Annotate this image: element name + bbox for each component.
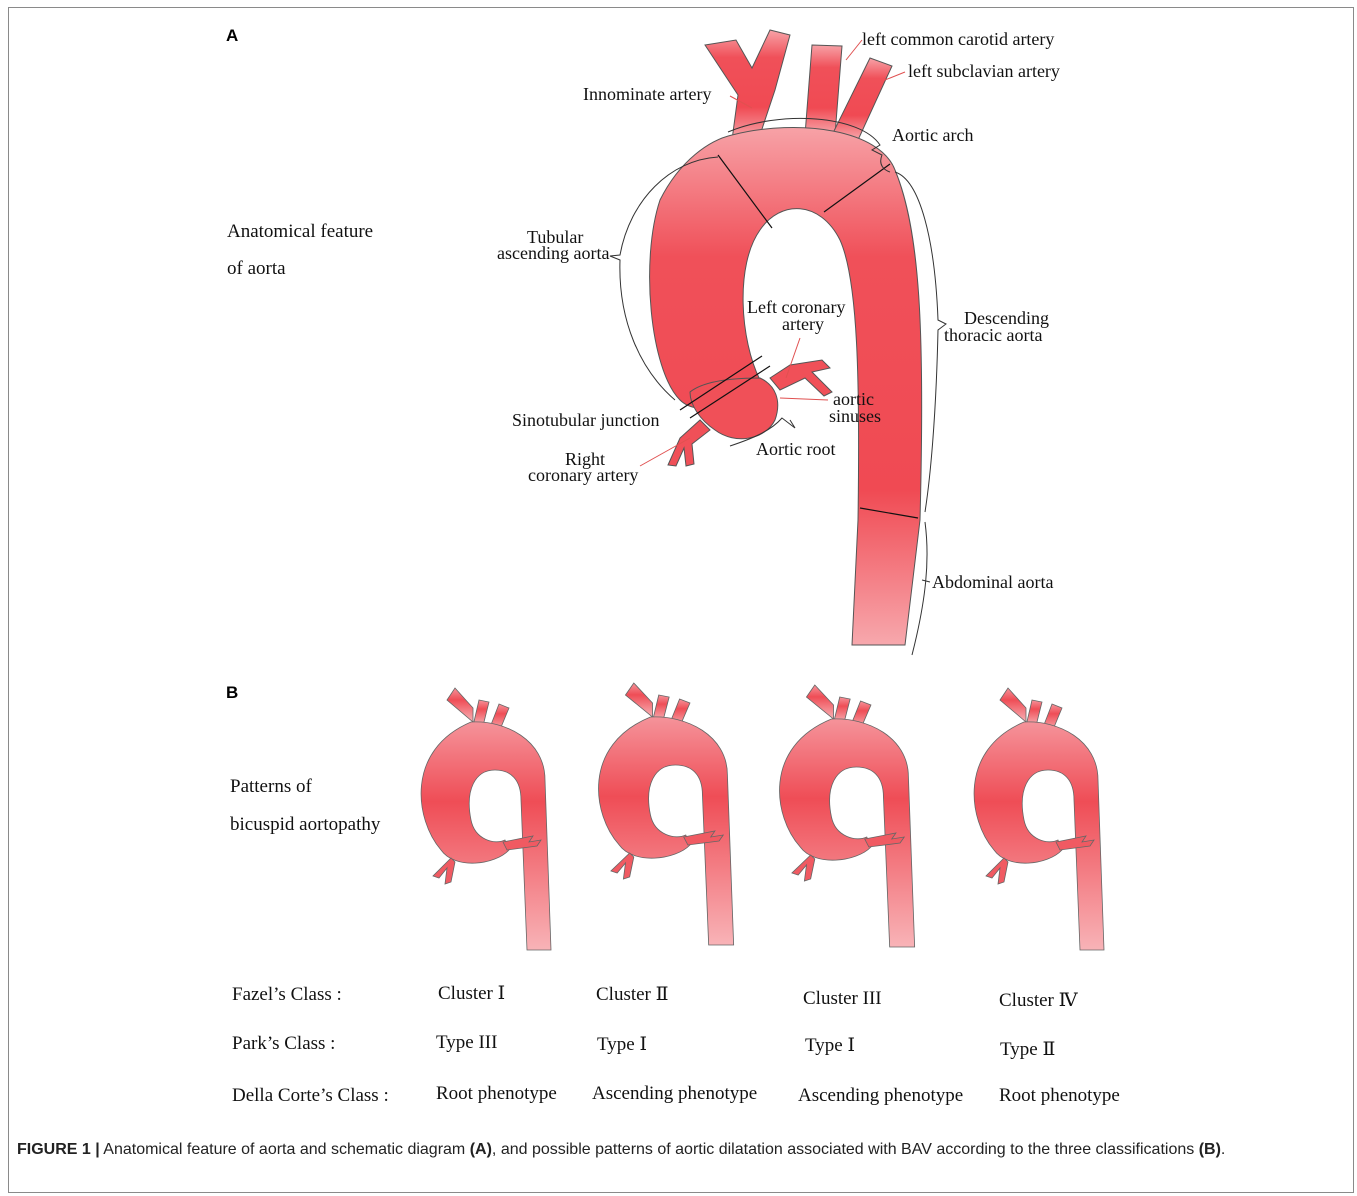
della-col-1: Root phenotype <box>436 1083 557 1104</box>
label-abdominal: Abdominal aorta <box>932 572 1053 592</box>
park-col-1: Type III <box>436 1032 497 1053</box>
pattern-cluster-1 <box>421 688 551 950</box>
park-col-4: Type Ⅱ <box>1000 1039 1055 1060</box>
park-col-3: Type Ⅰ <box>805 1035 855 1056</box>
left-subclavian-shape <box>832 58 892 140</box>
caption-ref-a: (A) <box>470 1141 492 1158</box>
panel-b-letter: B <box>226 683 238 702</box>
della-col-3: Ascending phenotype <box>798 1085 963 1106</box>
innominate-artery-shape <box>705 30 790 140</box>
fazel-col-4: Cluster Ⅳ <box>999 990 1079 1011</box>
pattern-cluster-3 <box>780 685 915 947</box>
pattern-illustrations <box>421 683 1104 950</box>
caption-text-3: . <box>1221 1141 1225 1158</box>
label-left-subclavian: left subclavian artery <box>908 61 1060 81</box>
aorta-illustration <box>610 30 946 655</box>
pattern-cluster-4 <box>974 688 1104 950</box>
della-col-4: Root phenotype <box>999 1085 1120 1106</box>
panel-a-letter: A <box>226 26 238 45</box>
left-coronary-shape <box>770 360 832 396</box>
park-col-2: Type Ⅰ <box>597 1034 647 1055</box>
row-label-della-corte: Della Corte’s Class : <box>232 1085 389 1106</box>
label-sinotubular: Sinotubular junction <box>512 410 660 430</box>
row-label-fazel: Fazel’s Class : <box>232 984 342 1005</box>
label-tubular-2: ascending aorta <box>497 243 609 263</box>
label-right-coronary-2: coronary artery <box>528 465 638 485</box>
fazel-col-3: Cluster III <box>803 988 882 1009</box>
row-label-park: Park’s Class : <box>232 1033 335 1054</box>
label-innominate: Innominate artery <box>583 84 711 104</box>
della-col-2: Ascending phenotype <box>592 1083 757 1104</box>
fazel-col-2: Cluster Ⅱ <box>596 984 669 1005</box>
leader-sinuses <box>780 398 828 400</box>
fazel-col-1: Cluster Ⅰ <box>438 983 505 1004</box>
label-aortic-sinuses-2: sinuses <box>829 406 881 426</box>
pattern-cluster-2 <box>599 683 734 945</box>
label-descending-2: thoracic aorta <box>944 325 1042 345</box>
caption-text-2: , and possible patterns of aortic dilata… <box>492 1141 1199 1158</box>
leader-carotid <box>846 40 862 60</box>
caption-ref-b: (B) <box>1199 1141 1221 1158</box>
caption-text-1: Anatomical feature of aorta and schemati… <box>100 1141 470 1158</box>
label-aortic-root: Aortic root <box>756 439 835 459</box>
panel-b-side-label-2: bicuspid aortopathy <box>230 814 381 835</box>
panel-a-side-label-1: Anatomical feature <box>227 221 373 242</box>
label-left-coronary-2: artery <box>782 314 824 334</box>
panel-a-side-label-2: of aorta <box>227 258 286 279</box>
panel-b-side-label-1: Patterns of <box>230 776 312 797</box>
label-aortic-arch: Aortic arch <box>892 125 973 145</box>
caption-figure-label: FIGURE 1 | <box>17 1141 100 1158</box>
right-coronary-shape <box>668 420 710 466</box>
figure-caption: FIGURE 1 | Anatomical feature of aorta a… <box>17 1138 1317 1161</box>
label-left-common-carotid: left common carotid artery <box>862 29 1054 49</box>
